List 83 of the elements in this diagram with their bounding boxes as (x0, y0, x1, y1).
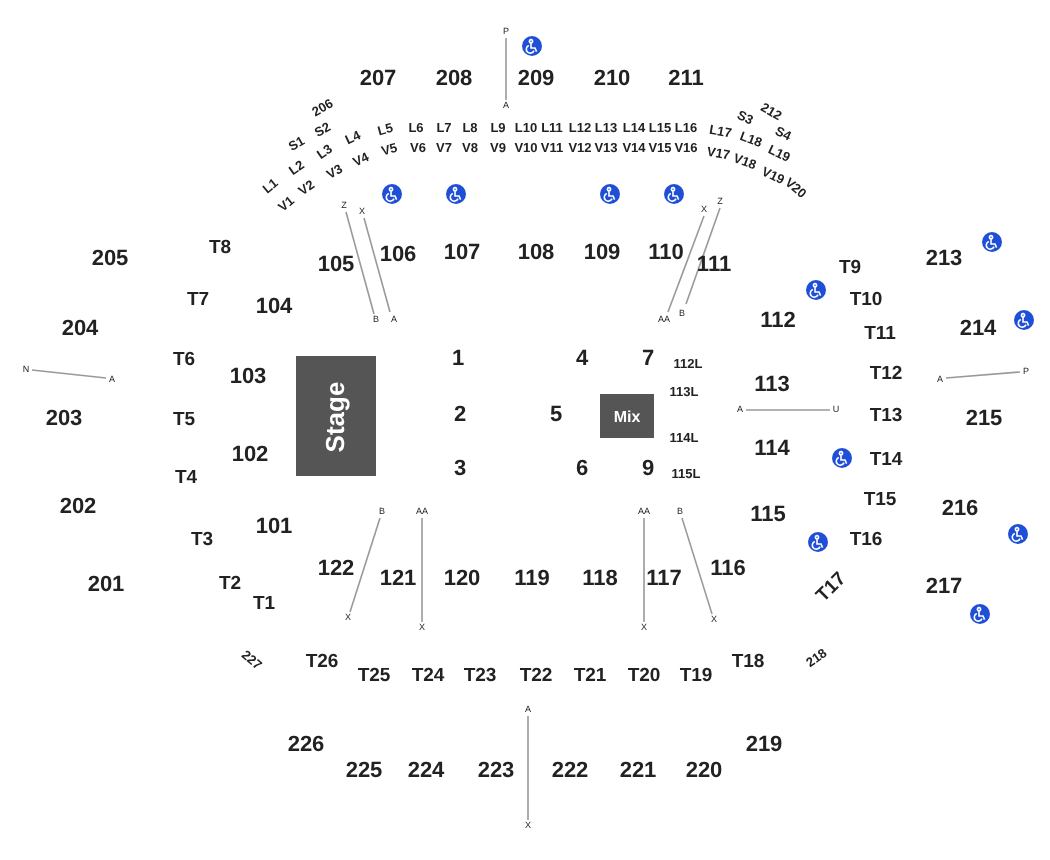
section-number: 211 (668, 69, 704, 91)
section-number: T14 (869, 450, 903, 470)
section-number: 217 (925, 577, 963, 599)
section-number: 204 (61, 319, 99, 341)
stage-block (296, 356, 376, 476)
section-number: 213 (925, 249, 963, 271)
section-number: T5 (172, 410, 196, 430)
section-number: T25 (357, 666, 391, 686)
section-number: 203 (45, 409, 83, 431)
section-number: 6 (575, 459, 589, 481)
section-number: T24 (411, 666, 445, 686)
section-number: 220 (685, 761, 723, 783)
block-label: Mix (613, 407, 641, 425)
section-number: T10 (849, 290, 883, 310)
section-number: 209 (517, 69, 555, 91)
section-number: 118 (582, 569, 618, 591)
section-number: 210 (593, 69, 631, 91)
section-number: T21 (573, 666, 607, 686)
section-number: T7 (186, 290, 210, 310)
section-number: T13 (869, 406, 903, 426)
section-number: 122 (317, 559, 355, 581)
section-number: T3 (190, 530, 214, 550)
section-number: 216 (941, 499, 979, 521)
section-number: 202 (59, 497, 97, 519)
section-number: T11 (864, 324, 896, 344)
section-number: 103 (229, 367, 267, 389)
section-number: T19 (679, 666, 713, 686)
section-number: T26 (305, 652, 339, 672)
section-number: 111 (696, 255, 732, 277)
section-number: 101 (255, 517, 293, 539)
section-number: T4 (174, 468, 198, 488)
section-number: T18 (731, 652, 765, 672)
section-number: 119 (514, 569, 550, 591)
section-number: T8 (208, 238, 232, 258)
section-number: 105 (317, 255, 355, 277)
section-number: 110 (648, 243, 684, 265)
section-number: 215 (965, 409, 1003, 431)
section-number: 224 (407, 761, 445, 783)
section-number: 102 (231, 445, 269, 467)
section-number: 2 (453, 405, 467, 427)
mix-position-block (600, 394, 654, 438)
section-number: 5 (549, 405, 563, 427)
section-number: T9 (838, 258, 862, 278)
section-number: 112 (760, 311, 796, 333)
section-number: 1 (451, 349, 465, 371)
section-number: 116 (710, 559, 746, 581)
section-number: 207 (359, 69, 397, 91)
section-number: T2 (218, 574, 242, 594)
section-number: 205 (91, 249, 129, 271)
section-number: 226 (287, 735, 325, 757)
section-number: T17 (813, 569, 851, 607)
section-number: 115 (750, 505, 786, 527)
section-number: 109 (583, 243, 621, 265)
section-number: 107 (443, 243, 481, 265)
section-number: T12 (869, 364, 903, 384)
section-number: T1 (252, 594, 276, 614)
section-number: 106 (379, 245, 417, 267)
section-number: T22 (519, 666, 553, 686)
section-number: 214 (959, 319, 997, 341)
section-number: T6 (172, 350, 196, 370)
section-number: T20 (627, 666, 661, 686)
section-number: 121 (379, 569, 417, 591)
section-number: 7 (641, 349, 655, 371)
section-number: 117 (646, 569, 682, 591)
section-number: 3 (453, 459, 467, 481)
block-label: Stage (321, 380, 351, 452)
section-number: T23 (463, 666, 497, 686)
section-number: 120 (443, 569, 481, 591)
section-number: 114 (754, 439, 790, 461)
section-number: 9 (641, 459, 655, 481)
section-number: 223 (477, 761, 515, 783)
section-number: 219 (745, 735, 783, 757)
section-number: 108 (517, 243, 555, 265)
section-number: 221 (619, 761, 657, 783)
section-number: 201 (87, 575, 125, 597)
section-number: 225 (345, 761, 383, 783)
section-number: 104 (255, 297, 293, 319)
section-number: 4 (575, 349, 589, 371)
section-number: 113 (754, 375, 790, 397)
section-number: 222 (551, 761, 589, 783)
section-number: 208 (435, 69, 473, 91)
section-number: T15 (863, 490, 897, 510)
section-number: T16 (849, 530, 883, 550)
